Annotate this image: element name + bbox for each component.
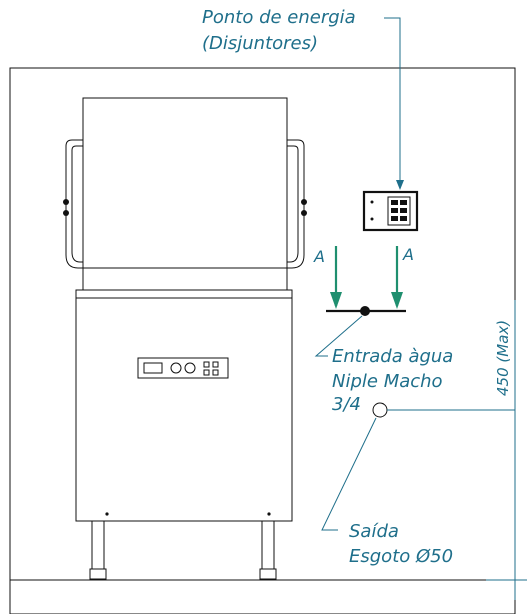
breaker-box xyxy=(362,190,419,232)
dishwasher-body xyxy=(75,268,293,522)
machine-legs xyxy=(89,520,277,580)
height-dimension-label: 450 (Max) xyxy=(494,320,512,396)
control-panel xyxy=(137,357,229,379)
drain-label-line1: Saída xyxy=(349,521,399,542)
dishwasher-hood xyxy=(63,97,307,269)
water-label-line3: 3/4 xyxy=(332,394,361,415)
drain-label-line2: Esgoto Ø50 xyxy=(349,546,453,567)
drain-outlet xyxy=(372,402,515,418)
arrow-a-right-label: A xyxy=(402,245,414,264)
power-label-line2: (Disjuntores) xyxy=(202,33,318,54)
power-leader-line xyxy=(384,17,401,188)
water-leader-line xyxy=(314,315,363,357)
water-inlet-section xyxy=(326,246,406,316)
power-leader-arrowhead xyxy=(396,180,404,190)
water-label-line2: Niple Macho xyxy=(332,371,443,392)
arrow-a-left-label: A xyxy=(313,247,325,266)
drain-leader-line xyxy=(321,417,377,531)
power-label-line1: Ponto de energia xyxy=(202,7,356,28)
water-label-line1: Entrada àgua xyxy=(332,346,453,367)
